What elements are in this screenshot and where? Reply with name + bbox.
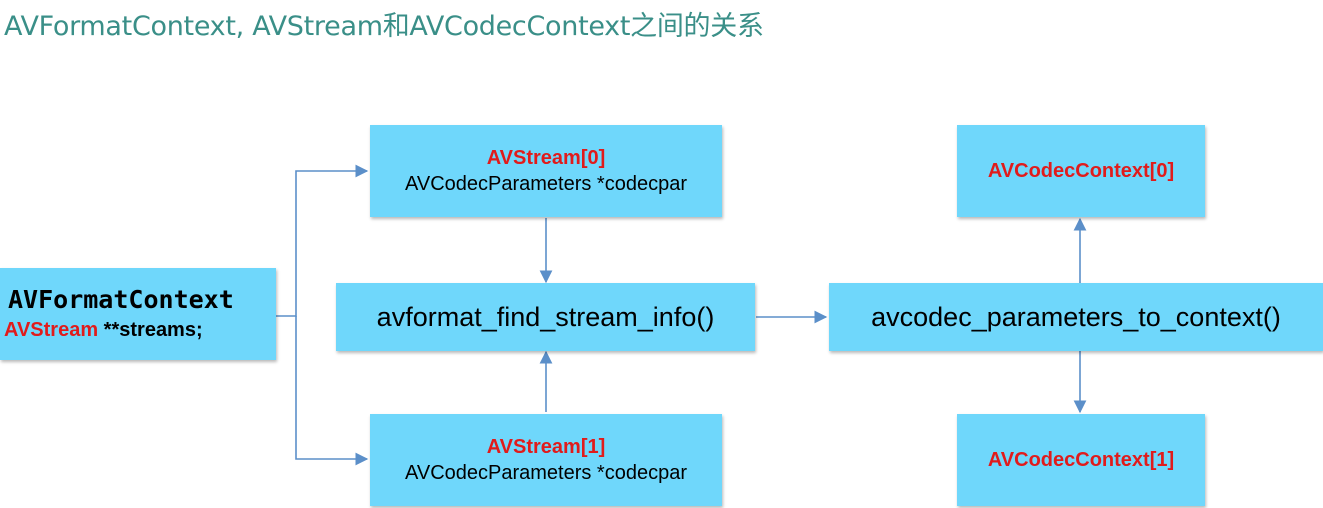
find-stream-info-box: avformat_find_stream_info() [336, 283, 755, 351]
page-title: AVFormatContext, AVStream和AVCodecContext… [4, 11, 764, 42]
avformatcontext-name: AVFormatContext [8, 285, 234, 314]
parameters-to-context-box: avcodec_parameters_to_context() [829, 283, 1323, 351]
avcodeccontext-1-name: AVCodecContext[1] [987, 448, 1175, 471]
avcodeccontext-1-box: AVCodecContext[1] [957, 414, 1205, 506]
avcodeccontext-0-name: AVCodecContext[0] [987, 159, 1175, 182]
streams-field-rest: **streams; [98, 319, 203, 341]
avstream-1-name: AVStream[1] [486, 436, 606, 458]
find-stream-info-label: avformat_find_stream_info() [376, 301, 715, 332]
streams-field: AVStream **streams; [4, 316, 203, 344]
avformatcontext-box: AVFormatContext AVStream **streams; [0, 268, 276, 360]
avstream-0-name: AVStream[0] [486, 147, 606, 169]
avstream-0-codecpar: AVCodecParameters *codecpar [405, 173, 687, 195]
streams-field-type: AVStream [4, 319, 99, 341]
arrow-formatcontext-to-stream1 [295, 316, 369, 466]
arrow-formatcontext-to-stream0 [276, 164, 369, 317]
avstream-0-box: AVStream[0] AVCodecParameters *codecpar [370, 125, 722, 217]
avcodeccontext-0-box: AVCodecContext[0] [957, 125, 1205, 217]
avstream-1-codecpar: AVCodecParameters *codecpar [405, 462, 687, 484]
avstream-1-box: AVStream[1] AVCodecParameters *codecpar [370, 414, 722, 506]
parameters-to-context-label: avcodec_parameters_to_context() [871, 301, 1281, 332]
